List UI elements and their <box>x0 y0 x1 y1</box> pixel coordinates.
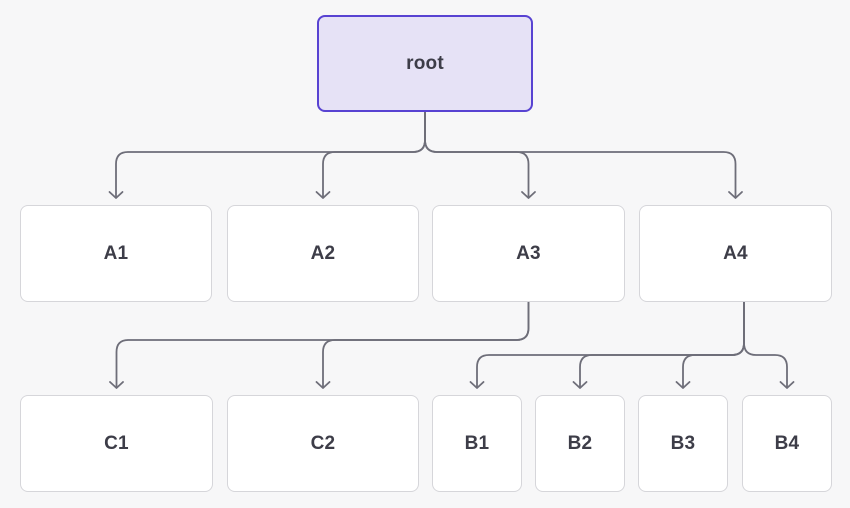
arrowhead-A4-B3 <box>675 381 691 389</box>
edge-A3-C1 <box>115 301 530 388</box>
edge-A3-C2 <box>322 301 530 388</box>
arrowhead-A3-C1 <box>109 381 124 389</box>
arrowhead-root-A1 <box>108 191 124 199</box>
arrowhead-A4-B1 <box>469 381 485 389</box>
node-label: C2 <box>310 432 336 454</box>
arrowhead-A4-B4 <box>779 381 795 389</box>
node-root[interactable]: root <box>317 15 533 112</box>
node-label: C1 <box>104 432 129 454</box>
node-C1[interactable]: C1 <box>20 395 213 492</box>
node-C2[interactable]: C2 <box>227 395 419 492</box>
arrowhead-root-A4 <box>728 191 743 199</box>
node-label: B4 <box>774 432 800 454</box>
node-A4[interactable]: A4 <box>639 205 832 302</box>
edge-A4-B1 <box>476 301 745 388</box>
edge-A4-B4 <box>743 301 788 388</box>
node-label: B2 <box>567 432 593 454</box>
edge-root-A4 <box>424 111 737 198</box>
edge-root-A3 <box>424 111 530 198</box>
node-A2[interactable]: A2 <box>227 205 419 302</box>
edge-A4-B2 <box>579 301 745 388</box>
node-B1[interactable]: B1 <box>432 395 522 492</box>
node-A3[interactable]: A3 <box>432 205 625 302</box>
edge-root-A2 <box>322 111 426 198</box>
node-label: A2 <box>310 242 336 264</box>
arrowhead-root-A3 <box>521 191 536 199</box>
arrowhead-A4-B2 <box>572 381 588 389</box>
node-B3[interactable]: B3 <box>638 395 728 492</box>
node-label: A1 <box>103 242 129 264</box>
arrowhead-A3-C2 <box>315 381 331 389</box>
node-A1[interactable]: A1 <box>20 205 212 302</box>
edge-root-A1 <box>115 111 426 198</box>
node-label: A3 <box>516 242 541 264</box>
node-label: A4 <box>723 242 748 264</box>
arrowhead-root-A2 <box>315 191 331 199</box>
edge-A4-B3 <box>682 301 745 388</box>
node-B4[interactable]: B4 <box>742 395 832 492</box>
node-label: B1 <box>464 432 490 454</box>
node-B2[interactable]: B2 <box>535 395 625 492</box>
node-label: B3 <box>670 432 696 454</box>
node-label: root <box>406 52 444 74</box>
